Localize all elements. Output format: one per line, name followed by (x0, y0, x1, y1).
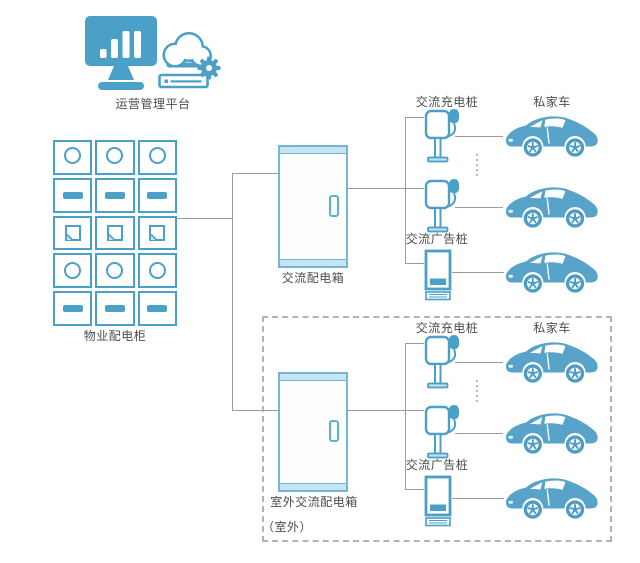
connector-line (405, 343, 406, 490)
ac-charging-pile-icon (424, 405, 464, 459)
cabinet-cell (137, 215, 177, 251)
cabinet-door-handle (329, 194, 339, 217)
breaker-bar-icon (104, 191, 125, 199)
cabinet-cell (137, 291, 177, 326)
private-car-icon (503, 248, 601, 296)
ac-charging-pile-icon (424, 109, 464, 163)
private-car-icon (503, 474, 601, 522)
connector-line (405, 117, 406, 264)
connector-line (177, 218, 232, 219)
vertical-ellipsis (476, 380, 478, 402)
indicator-circle-icon (64, 147, 82, 164)
cabinet-cell (95, 291, 135, 326)
ac-ad-pile-icon (424, 249, 452, 301)
outdoor-ac-distribution-box (278, 372, 348, 492)
cabinet-cell (53, 215, 93, 251)
connector-line (232, 410, 278, 411)
indicator-circle-icon (148, 147, 166, 164)
cabinet-cell (137, 253, 177, 289)
connector-line (452, 272, 504, 273)
ac-box-label: 交流配电箱 (281, 271, 345, 285)
connector-line (452, 498, 504, 499)
outdoor-ac-box-label: 室外交流配电箱 (270, 495, 358, 509)
connector-line (455, 362, 503, 363)
cabinet-cell (137, 177, 177, 213)
connector-line (405, 263, 424, 264)
indicator-circle-icon (106, 262, 124, 280)
connector-line (348, 188, 424, 189)
cabinet-top-strip (280, 147, 346, 154)
private-car-icon (503, 409, 601, 457)
cabinet-top-strip (280, 374, 346, 381)
private-car-icon (503, 338, 601, 386)
connector-line (232, 173, 233, 411)
cabinet-cell (95, 253, 135, 289)
fold-square-icon (63, 223, 83, 243)
breaker-bar-icon (147, 191, 168, 199)
property-cabinet-label: 物业配电柜 (83, 329, 147, 343)
private-car-icon (503, 112, 601, 160)
cabinet-cell (53, 177, 93, 213)
ac-charging-pile-icon (424, 335, 464, 389)
connector-line (455, 433, 503, 434)
cabinet-door-handle (329, 420, 339, 443)
cabinet-cell (95, 177, 135, 213)
cabinet-cell (53, 140, 93, 175)
cabinet-cell (53, 291, 93, 326)
connector-line (455, 207, 503, 208)
outdoor-zone-boundary (262, 316, 612, 542)
indoor-pile-label: 交流充电桩 (415, 95, 479, 109)
ac-charging-pile-icon (424, 179, 464, 233)
indicator-circle-icon (106, 147, 124, 164)
connector-line (232, 173, 278, 174)
cabinet-cell (95, 215, 135, 251)
breaker-bar-icon (147, 305, 168, 313)
cabinet-bottom-strip (280, 483, 346, 490)
outdoor-ad-pile-label: 交流广告桩 (405, 458, 469, 472)
outdoor-car-label: 私家车 (533, 321, 571, 335)
cabinet-cell (95, 140, 135, 175)
ac-ad-pile-icon (424, 475, 452, 527)
indoor-car-label: 私家车 (533, 95, 571, 109)
breaker-bar-icon (62, 305, 83, 313)
indicator-circle-icon (148, 262, 166, 280)
connector-line (348, 410, 424, 411)
outdoor-pile-label: 交流充电桩 (415, 321, 479, 335)
connector-line (405, 489, 424, 490)
breaker-bar-icon (104, 305, 125, 313)
breaker-bar-icon (62, 191, 83, 199)
indicator-circle-icon (64, 262, 82, 280)
connector-line (405, 343, 424, 344)
connector-line (405, 117, 424, 118)
ac-distribution-box (278, 145, 348, 268)
cloud-server-gear-icon (158, 28, 222, 90)
outdoor-zone-label: （室外） (262, 520, 313, 534)
property-distribution-cabinet (53, 140, 177, 326)
fold-square-icon (105, 223, 125, 243)
cabinet-cell (53, 253, 93, 289)
cabinet-cell (137, 140, 177, 175)
fold-square-icon (147, 223, 167, 243)
monitor-chart-icon (83, 14, 161, 96)
private-car-icon (503, 183, 601, 231)
indoor-ad-pile-label: 交流广告桩 (405, 232, 469, 246)
cabinet-bottom-strip (280, 259, 346, 266)
platform-label: 运营管理平台 (115, 97, 191, 111)
connector-line (455, 136, 503, 137)
vertical-ellipsis (476, 154, 478, 176)
